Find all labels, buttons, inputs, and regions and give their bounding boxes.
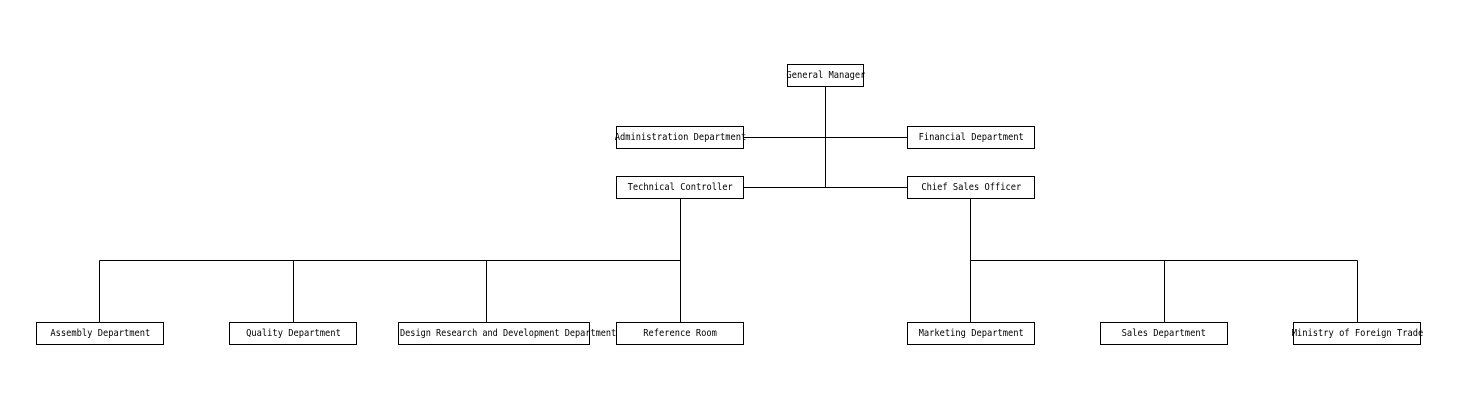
node-chief-sales-officer: Chief Sales Officer [907,176,1035,199]
node-ministry-of-foreign-trade-label: Ministry of Foreign Trade [1291,328,1423,339]
node-administration-department-label: Administration Department [614,132,746,143]
node-assembly-department: Assembly Department [36,322,164,345]
node-financial-department-label: Financial Department [918,132,1024,143]
node-quality-department: Quality Department [229,322,357,345]
node-design-rd-department-label: Design Research and Development Departme… [400,328,617,339]
node-marketing-department-label: Marketing Department [918,328,1024,339]
node-design-rd-department: Design Research and Development Departme… [398,322,616,345]
node-chief-sales-officer-label: Chief Sales Officer [921,182,1021,193]
node-marketing-department: Marketing Department [907,322,1035,345]
node-sales-department-label: Sales Department [1121,328,1207,339]
node-quality-department-label: Quality Department [245,328,341,339]
node-financial-department: Financial Department [907,126,1035,149]
node-reference-room: Reference Room [616,322,744,345]
node-general-manager-label: General Manager [786,70,865,81]
node-technical-controller: Technical Controller [616,176,744,199]
node-general-manager: General Manager [786,64,865,87]
node-ministry-of-foreign-trade: Ministry of Foreign Trade [1291,322,1423,345]
node-technical-controller-label: Technical Controller [627,182,733,193]
node-assembly-department-label: Assembly Department [50,328,150,339]
node-reference-room-label: Reference Room [643,328,717,339]
node-administration-department: Administration Department [614,126,746,149]
node-sales-department: Sales Department [1100,322,1228,345]
